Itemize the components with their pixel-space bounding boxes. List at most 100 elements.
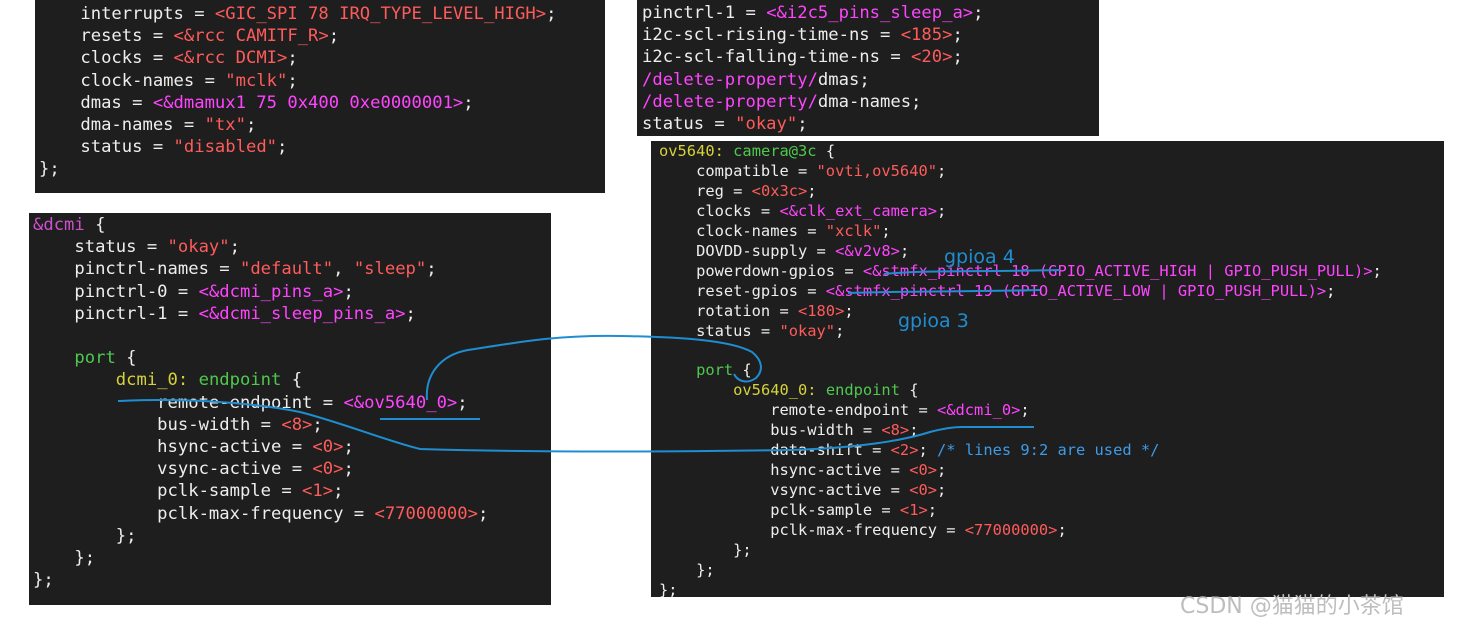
code-line: }; (33, 569, 488, 591)
code-token: clock-names = (659, 221, 826, 240)
code-token: <0> (909, 481, 937, 500)
code-token: ; (899, 241, 910, 260)
code-token: "disabled" (173, 137, 278, 158)
code-token: endpoint (825, 381, 900, 400)
code-line: pclk-sample = <1>; (33, 480, 488, 502)
code-token: dcmi_0: (115, 370, 189, 391)
code-token: "okay" (779, 321, 836, 340)
code-token: vsync-active = (33, 459, 313, 480)
code-token: { (899, 381, 919, 400)
code-line: reg = <0x3c>; (659, 182, 1382, 202)
code-token: <185> (900, 25, 953, 46)
code-token: ; (1020, 401, 1030, 420)
code-token: }; (33, 570, 54, 591)
code-line: /delete-property/dmas; (642, 69, 984, 91)
code-token: <0x3c> (751, 181, 808, 200)
code-token: status = (659, 321, 780, 340)
code-token: ; (477, 503, 489, 524)
code-line: compatible = "ovti,ov5640"; (659, 162, 1382, 182)
code-line: dmas = <&dmamux1 75 0x400 0xe0000001>; (39, 92, 556, 114)
code-token (188, 370, 198, 390)
code-token: <2> (890, 441, 919, 460)
code-block: pinctrl-1 = <&i2c5_pins_sleep_a>;i2c-scl… (642, 2, 984, 135)
code-token (724, 142, 733, 160)
code-line: i2c-scl-falling-time-ns = <20>; (642, 46, 984, 68)
code-token: "okay" (167, 237, 230, 258)
code-token: &dcmi (33, 215, 85, 235)
code-token: resets = (39, 26, 174, 47)
code-token: ov5640_0: (733, 381, 817, 400)
code-token: ; (1372, 261, 1382, 280)
code-token: ; (1057, 521, 1067, 540)
code-line: pclk-max-frequency = <77000000>; (33, 503, 488, 525)
code-token: hsync-active = (659, 461, 910, 480)
code-block: ov5640: camera@3c { compatible = "ovti,o… (659, 142, 1382, 597)
code-token: ; (343, 281, 354, 302)
code-token: ; (937, 201, 947, 220)
code-token: <&rcc CAMITF_R> (173, 26, 329, 47)
code-line: /delete-property/dma-names; (642, 91, 984, 113)
code-token: <&dcmi_0> (936, 401, 1021, 420)
code-line (659, 342, 1382, 362)
code-line: port { (33, 347, 488, 369)
code-token: endpoint (198, 370, 282, 391)
code-token: ; (333, 481, 344, 502)
code-line: vsync-active = <0>; (33, 458, 488, 480)
code-line: pinctrl-1 = <&i2c5_pins_sleep_a>; (642, 2, 984, 24)
code-token: { (816, 142, 836, 160)
code-token: ; (229, 237, 240, 258)
code-line: ov5640: camera@3c { (659, 142, 1382, 162)
code-token: <GIC_SPI 78 IRQ_TYPE_LEVEL_HIGH> (214, 4, 547, 24)
code-token (659, 381, 733, 399)
code-token: "okay" (735, 114, 798, 135)
code-token: <0> (312, 459, 344, 480)
code-token: dma-names; (817, 91, 922, 112)
code-line: dma-names = "tx"; (39, 114, 556, 136)
code-token: ; (287, 70, 298, 91)
code-token: <77000000> (374, 503, 478, 524)
code-token: i2c-scl-rising-time-ns = (642, 25, 901, 46)
code-token: /delete-property/ (642, 91, 818, 112)
code-token: clock-names = (39, 70, 226, 91)
code-line: remote-endpoint = <&ov5640_0>; (33, 392, 488, 414)
code-token: bus-width = (33, 414, 282, 435)
code-token: <&rcc DCMI> (173, 48, 288, 69)
code-token: powerdown-gpios = (659, 261, 863, 280)
code-token: }; (33, 548, 96, 569)
code-token: "mclk" (225, 70, 288, 91)
code-token: "default" (239, 259, 334, 280)
code-token: ; (287, 48, 298, 69)
code-token: dmas; (817, 69, 870, 90)
code-line: pinctrl-1 = <&dcmi_sleep_pins_a>; (33, 303, 488, 325)
code-token: ; (457, 392, 468, 413)
code-token: clocks = (39, 48, 174, 69)
code-line: hsync-active = <0>; (33, 436, 488, 458)
code-token: status = (33, 237, 168, 258)
code-token: ; (807, 181, 817, 200)
code-token: remote-endpoint = (659, 401, 937, 420)
code-token: vsync-active = (659, 481, 910, 500)
code-token: pclk-max-frequency = (659, 521, 965, 540)
code-line: resets = <&rcc CAMITF_R>; (39, 25, 556, 47)
code-line: ov5640_0: endpoint { (659, 381, 1382, 401)
code-token: "xclk" (825, 221, 882, 240)
code-token: /delete-property/ (642, 69, 818, 90)
code-line: i2c-scl-rising-time-ns = <185>; (642, 24, 984, 46)
code-token: interrupts = (39, 4, 215, 24)
code-token: pclk-sample = (659, 501, 900, 520)
code-token: remote-endpoint = (33, 392, 344, 413)
code-token: { (733, 361, 752, 380)
code-token: compatible = (659, 161, 817, 180)
code-token: hsync-active = (33, 437, 313, 458)
code-line: bus-width = <8>; (659, 421, 1382, 441)
code-token: ; (952, 47, 963, 68)
code-line: DOVDD-supply = <&v2v8>; (659, 242, 1382, 262)
code-panel-top-left: interrupts = <GIC_SPI 78 IRQ_TYPE_LEVEL_… (35, 0, 605, 193)
code-token: ; (937, 481, 947, 500)
code-line: pinctrl-0 = <&dcmi_pins_a>; (33, 281, 488, 303)
code-token: <8> (881, 421, 910, 440)
code-token: { (281, 370, 303, 391)
code-block: &dcmi { status = "okay"; pinctrl-names =… (33, 214, 488, 591)
code-line: clocks = <&clk_ext_camera>; (659, 202, 1382, 222)
code-token: ; (937, 161, 947, 180)
